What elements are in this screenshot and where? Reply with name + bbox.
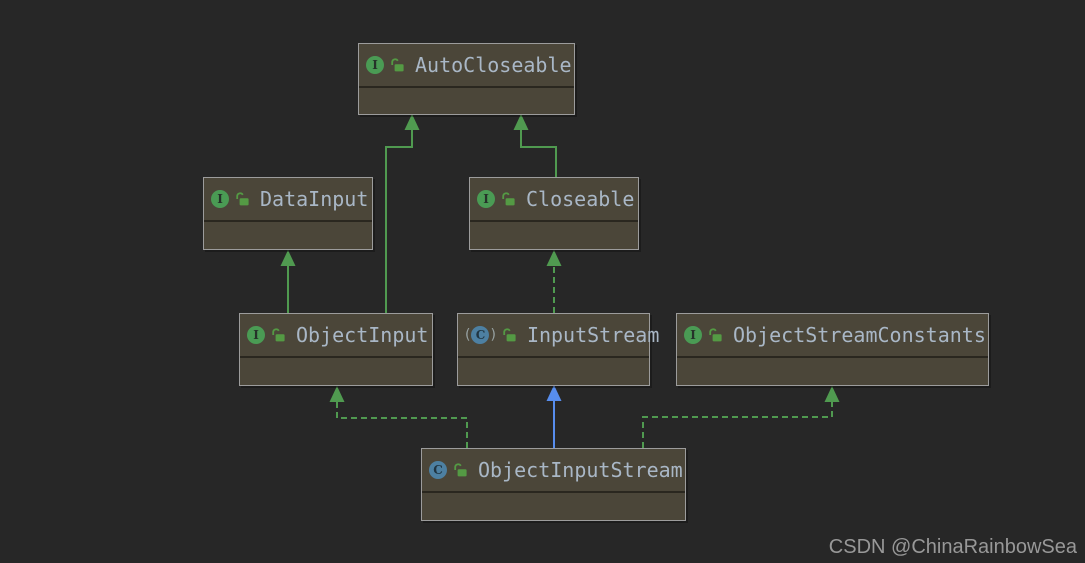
node-label: DataInput <box>260 187 369 211</box>
arrowhead <box>280 250 296 266</box>
node-body <box>677 358 988 429</box>
arrowhead <box>546 385 562 401</box>
node-label: InputStream <box>526 323 660 347</box>
class-node-datainput[interactable]: I DataInput <box>203 177 373 250</box>
interface-icon: I <box>247 326 265 344</box>
interface-icon: I <box>477 190 495 208</box>
node-body <box>422 493 685 563</box>
abstract-class-icon: C <box>465 326 496 344</box>
class-node-closeable[interactable]: I Closeable <box>469 177 639 250</box>
node-body <box>359 88 574 158</box>
edge-objectinputstream-extends-inputstream <box>546 385 562 448</box>
edge-objectinput-extends-autocloseable <box>385 114 420 313</box>
node-label: ObjectStreamConstants <box>733 323 986 347</box>
node-header: C InputStream <box>458 314 659 358</box>
class-node-objectinput[interactable]: I ObjectInput <box>239 313 433 386</box>
arrowhead <box>546 250 562 266</box>
node-body <box>470 222 638 293</box>
unlocked-padlock-icon <box>271 328 286 342</box>
node-body <box>204 222 372 293</box>
interface-icon: I <box>211 190 229 208</box>
class-node-objectinputstream[interactable]: C ObjectInputStream <box>421 448 686 521</box>
arrowhead <box>329 386 345 402</box>
node-header: C ObjectInputStream <box>422 449 685 493</box>
arrowhead <box>824 386 840 402</box>
node-header: I ObjectInput <box>240 314 432 358</box>
node-body <box>240 358 432 429</box>
node-label: ObjectInput <box>296 323 429 347</box>
edge-closeable-extends-autocloseable <box>513 114 557 177</box>
unlocked-padlock-icon <box>708 328 723 342</box>
class-node-inputstream[interactable]: C InputStream <box>457 313 659 386</box>
class-node-objectstreamconstants[interactable]: I ObjectStreamConstants <box>676 313 989 386</box>
interface-icon: I <box>684 326 702 344</box>
class-node-autocloseable[interactable]: I AutoCloseable <box>358 43 575 115</box>
edge-inputstream-implements-closeable <box>546 250 562 313</box>
node-header: I AutoCloseable <box>359 44 574 88</box>
node-header: I DataInput <box>204 178 372 222</box>
watermark-text: CSDN @ChinaRainbowSea <box>828 536 1077 558</box>
class-icon: C <box>429 461 447 479</box>
arrowhead <box>404 114 420 130</box>
unlocked-padlock-icon <box>501 192 516 206</box>
interface-icon: I <box>366 56 384 74</box>
node-label: ObjectInputStream <box>478 458 683 482</box>
edge-objectinputstream-implements-objectinput <box>329 386 468 448</box>
unlocked-padlock-icon <box>453 463 468 477</box>
node-label: Closeable <box>526 187 635 211</box>
edge-objectinput-extends-datainput <box>280 250 296 313</box>
unlocked-padlock-icon <box>502 328 517 342</box>
node-header: I ObjectStreamConstants <box>677 314 988 358</box>
unlocked-padlock-icon <box>235 192 250 206</box>
node-header: I Closeable <box>470 178 638 222</box>
unlocked-padlock-icon <box>390 58 405 72</box>
node-body <box>458 358 649 429</box>
arrowhead <box>513 114 529 130</box>
node-label: AutoCloseable <box>415 53 572 77</box>
edge-objectinputstream-implements-objectstreamconstants <box>642 386 840 448</box>
